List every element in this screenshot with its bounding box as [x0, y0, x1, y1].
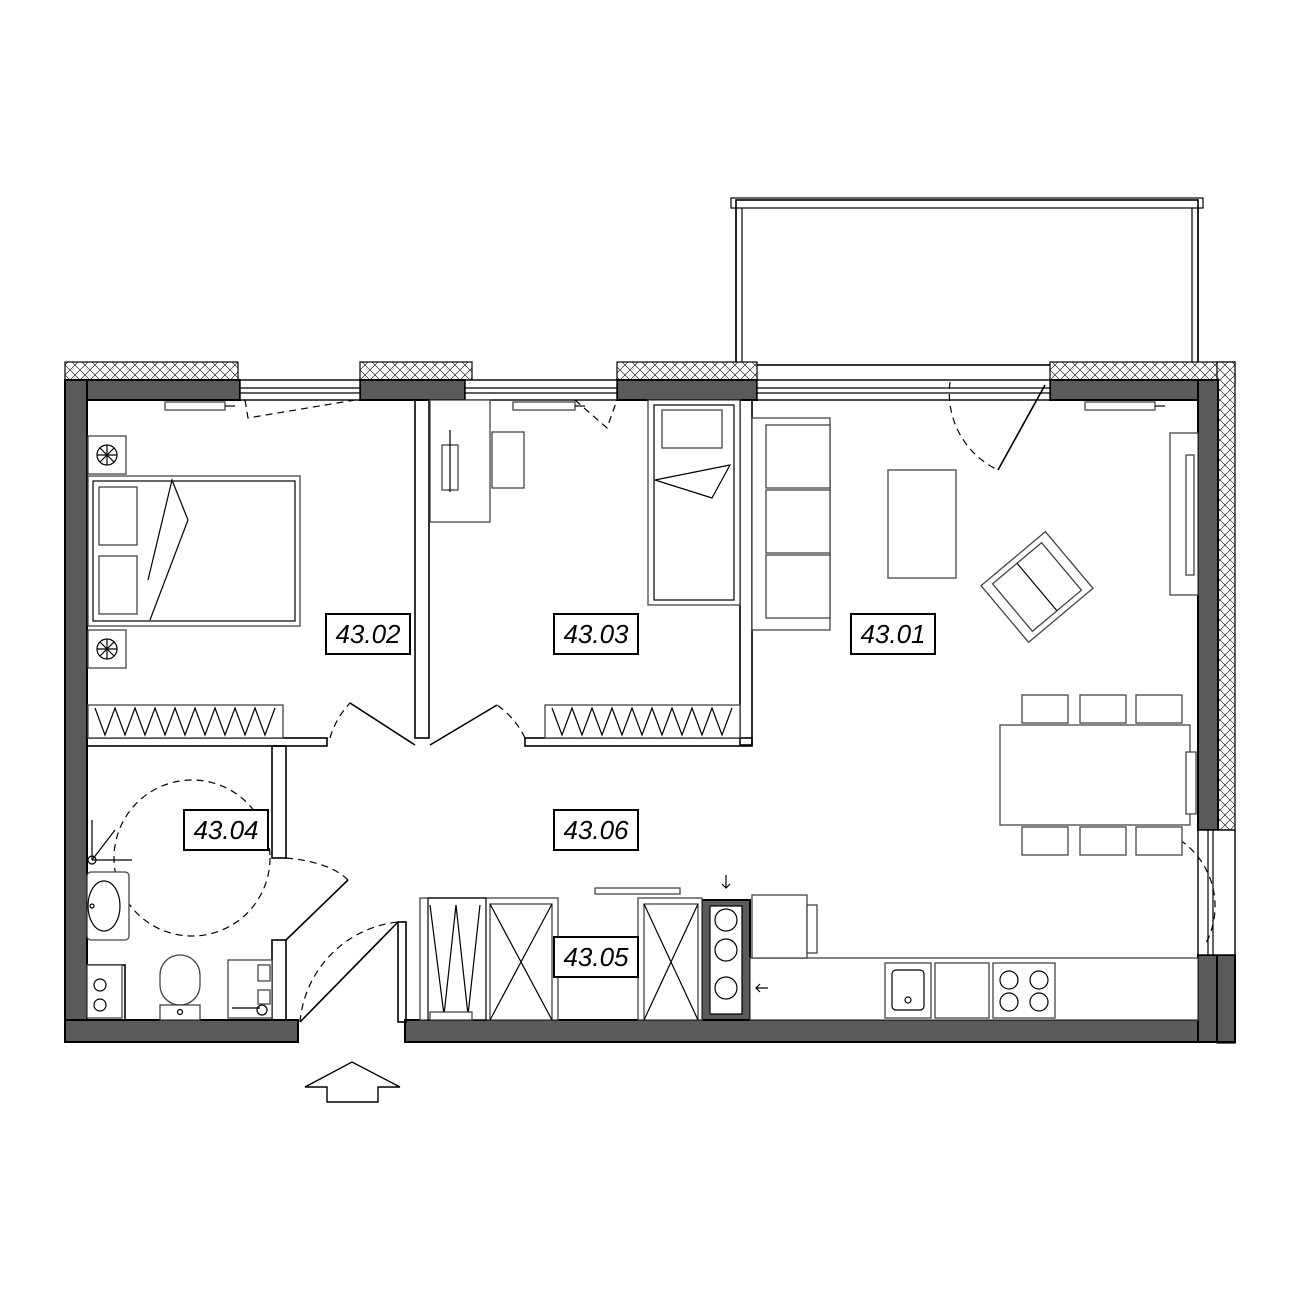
radiators [164, 401, 1165, 411]
balcony [730, 197, 1204, 366]
room-label-43-06: 43.06 [553, 809, 639, 851]
windows [239, 379, 1236, 956]
room-label-43-04: 43.04 [183, 809, 269, 851]
entrance-arrow-icon [304, 1061, 401, 1103]
bathroom [86, 779, 273, 1021]
kitchen [594, 875, 1199, 1021]
exterior-walls [64, 379, 1236, 1043]
room-label-text: 43.02 [335, 619, 401, 649]
toilet-icon [159, 954, 201, 1006]
doors [244, 381, 1216, 1023]
room-label-43-02: 43.02 [325, 613, 411, 655]
storage [419, 897, 703, 1021]
bedroom-1-furniture [87, 435, 301, 739]
bedroom-2-furniture [429, 399, 741, 739]
room-label-text: 43.01 [860, 619, 925, 649]
stove-icon [992, 962, 1056, 1019]
room-label-43-01: 43.01 [850, 613, 936, 655]
room-label-text: 43.05 [563, 942, 629, 972]
room-label-text: 43.04 [193, 815, 258, 845]
living-furniture [751, 417, 1199, 856]
room-label-43-05: 43.05 [553, 936, 639, 978]
room-label-43-03: 43.03 [553, 613, 639, 655]
room-label-text: 43.03 [563, 619, 629, 649]
room-label-text: 43.06 [563, 815, 629, 845]
